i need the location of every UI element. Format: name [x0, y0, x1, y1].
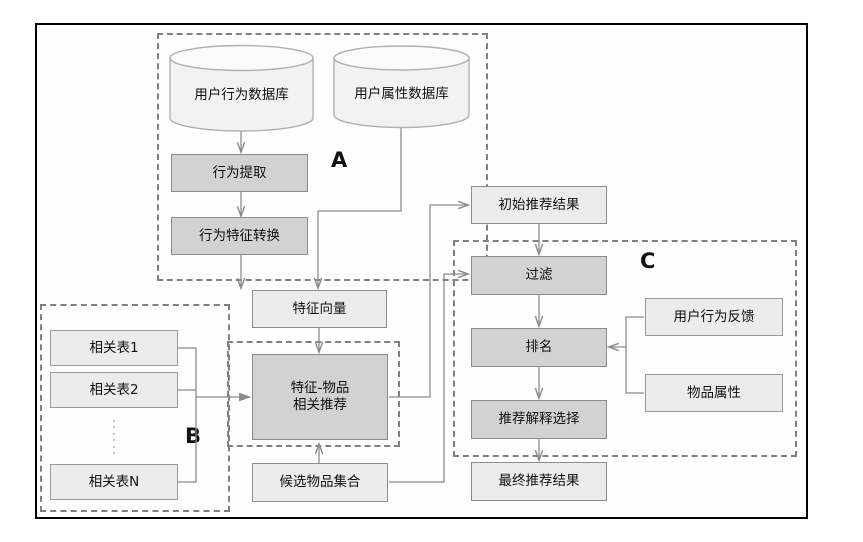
node-behavior-extraction[interactable]: 行为提取	[171, 154, 308, 192]
node-feature-vector[interactable]: 特征向量	[252, 290, 387, 328]
user-attribute-db: 用户属性数据库	[332, 44, 471, 129]
node-initial-recommend-result[interactable]: 初始推荐结果	[471, 186, 607, 224]
group-a-label: A	[331, 148, 348, 172]
node-behavior-feature-transform[interactable]: 行为特征转换	[171, 217, 308, 255]
relation-table-ellipsis	[113, 420, 115, 454]
node-final-recommend-result[interactable]: 最终推荐结果	[471, 462, 607, 501]
node-recommend-explanation-select[interactable]: 推荐解释选择	[471, 400, 607, 439]
user-behavior-db: 用户行为数据库	[168, 44, 315, 132]
node-ranking[interactable]: 排名	[471, 328, 607, 367]
user-attribute-db-label: 用户属性数据库	[354, 85, 449, 102]
node-relation-table-2[interactable]: 相关表2	[50, 372, 178, 408]
node-relation-table-n[interactable]: 相关表N	[50, 464, 178, 500]
node-feature-item-recommend[interactable]: 特征-物品 相关推荐	[252, 354, 388, 440]
user-behavior-db-label: 用户行为数据库	[194, 87, 289, 104]
node-candidate-item-set[interactable]: 候选物品集合	[252, 463, 388, 502]
group-b-label: B	[185, 424, 202, 448]
feature-item-recommend-line-1: 特征-物品	[290, 380, 350, 397]
group-b-region	[40, 304, 230, 512]
group-c-label: C	[640, 249, 656, 273]
node-relation-table-1[interactable]: 相关表1	[50, 330, 178, 366]
node-filter[interactable]: 过滤	[471, 256, 607, 295]
feature-item-recommend-line-2: 相关推荐	[293, 397, 347, 413]
node-item-attribute[interactable]: 物品属性	[645, 374, 783, 412]
node-user-behavior-feedback[interactable]: 用户行为反馈	[645, 298, 783, 336]
